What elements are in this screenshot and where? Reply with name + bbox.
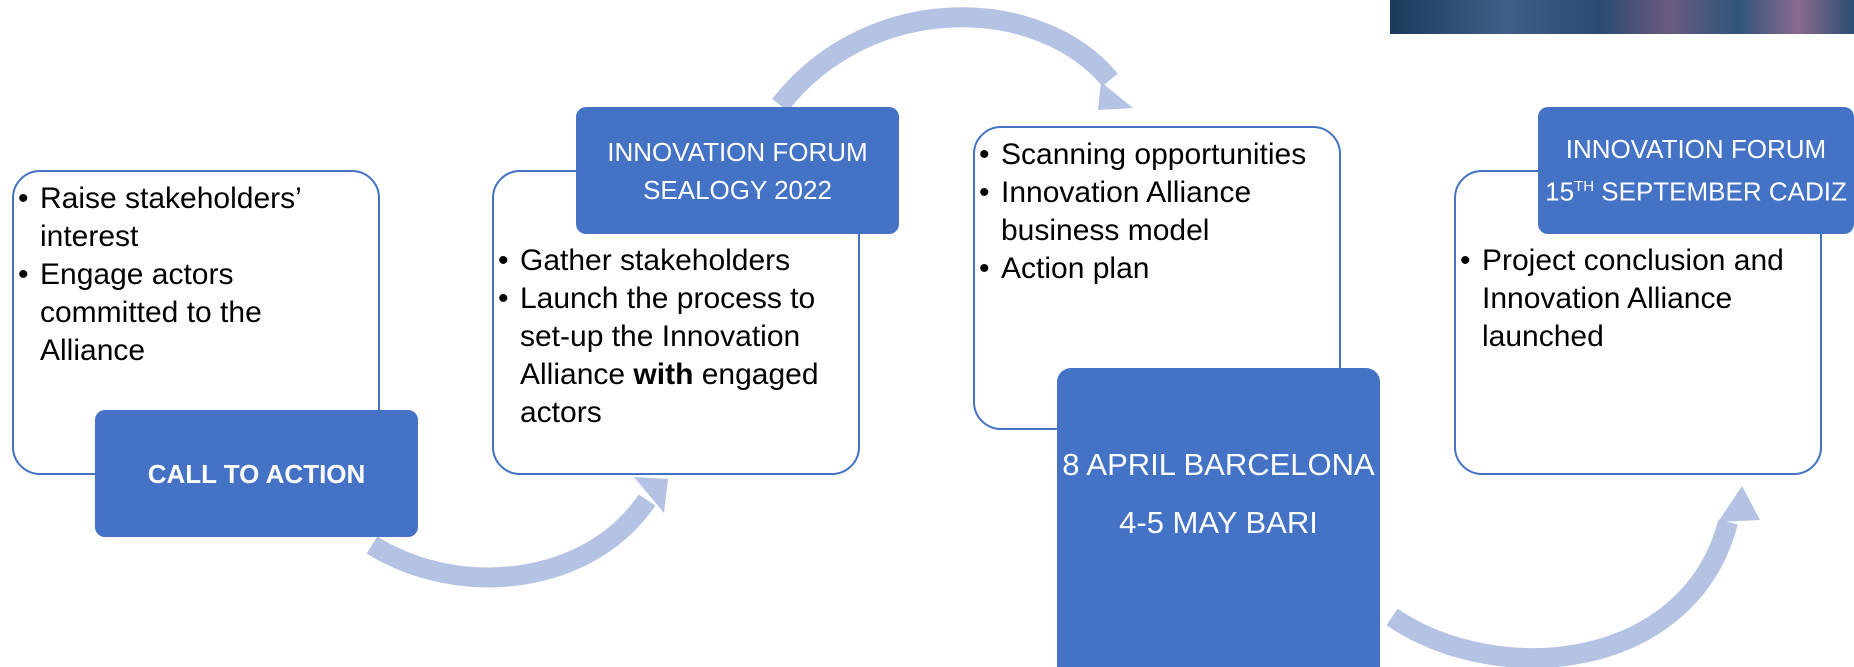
header-decorative-image [1390,0,1854,34]
stage3-tag-line2: 4-5 MAY BARI [1119,505,1318,540]
stage1-bullet-1: Raise stakeholders’ interest [14,180,368,256]
stage1-bullet-2: Engage actors committed to the Alliance [14,256,368,370]
stage4-bullet-1: Project conclusion and Innovation Allian… [1456,242,1810,356]
arrow-1-to-2 [366,494,656,588]
stage2-bullet-2-bold: with [633,358,694,391]
stage1-tag-label: CALL TO ACTION [147,458,366,489]
stage4-bullets: Project conclusion and Innovation Allian… [1456,242,1810,356]
stage4-tag-date-num: 15 [1545,176,1575,207]
arrow-3-to-4 [1386,519,1738,667]
arrowhead-2 [1098,82,1133,110]
stage2-bullets: Gather stakeholders Launch the process t… [494,242,846,432]
arrow-2-to-3 [772,7,1118,112]
stage3-bullet-3: Action plan [975,250,1331,288]
stage2-tag-line2: SEALOGY 2022 [643,174,832,205]
stage3-tag-line1: 8 APRIL BARCELONA [1062,447,1375,482]
stage2-tag-line1: INNOVATION FORUM [607,136,868,167]
arrowhead-1 [634,477,668,513]
stage2-tag: INNOVATION FORUM SEALOGY 2022 [576,107,899,234]
stage4-tag-line2: 15TH SEPTEMBER CADIZ [1545,168,1847,211]
stage2-bullet-2-end: engaged actors [520,358,819,429]
stage3-bullets: Scanning opportunities Innovation Allian… [975,136,1331,288]
stage4-tag-line1: INNOVATION FORUM [1565,134,1827,165]
stage1-tag: CALL TO ACTION [95,410,418,537]
stage2-bullet-1: Gather stakeholders [494,242,846,280]
stage3-tag: 8 APRIL BARCELONA 4-5 MAY BARI [1057,368,1380,667]
stage4-tag-date-rest: SEPTEMBER CADIZ [1594,176,1847,207]
stage2-bullet-2: Launch the process to set-up the Innovat… [494,280,846,432]
stage3-bullet-1: Scanning opportunities [975,136,1331,174]
stage2-bullet-2-text: Launch the process to set-up the Innovat… [520,282,816,391]
stage4-tag: INNOVATION FORUM 15TH SEPTEMBER CADIZ [1538,107,1854,234]
stage4-tag-date-sup: TH [1574,178,1595,196]
arrowhead-3 [1718,486,1760,522]
stage1-bullets: Raise stakeholders’ interest Engage acto… [14,180,368,370]
stage3-bullet-2: Innovation Alliance business model [975,174,1331,250]
